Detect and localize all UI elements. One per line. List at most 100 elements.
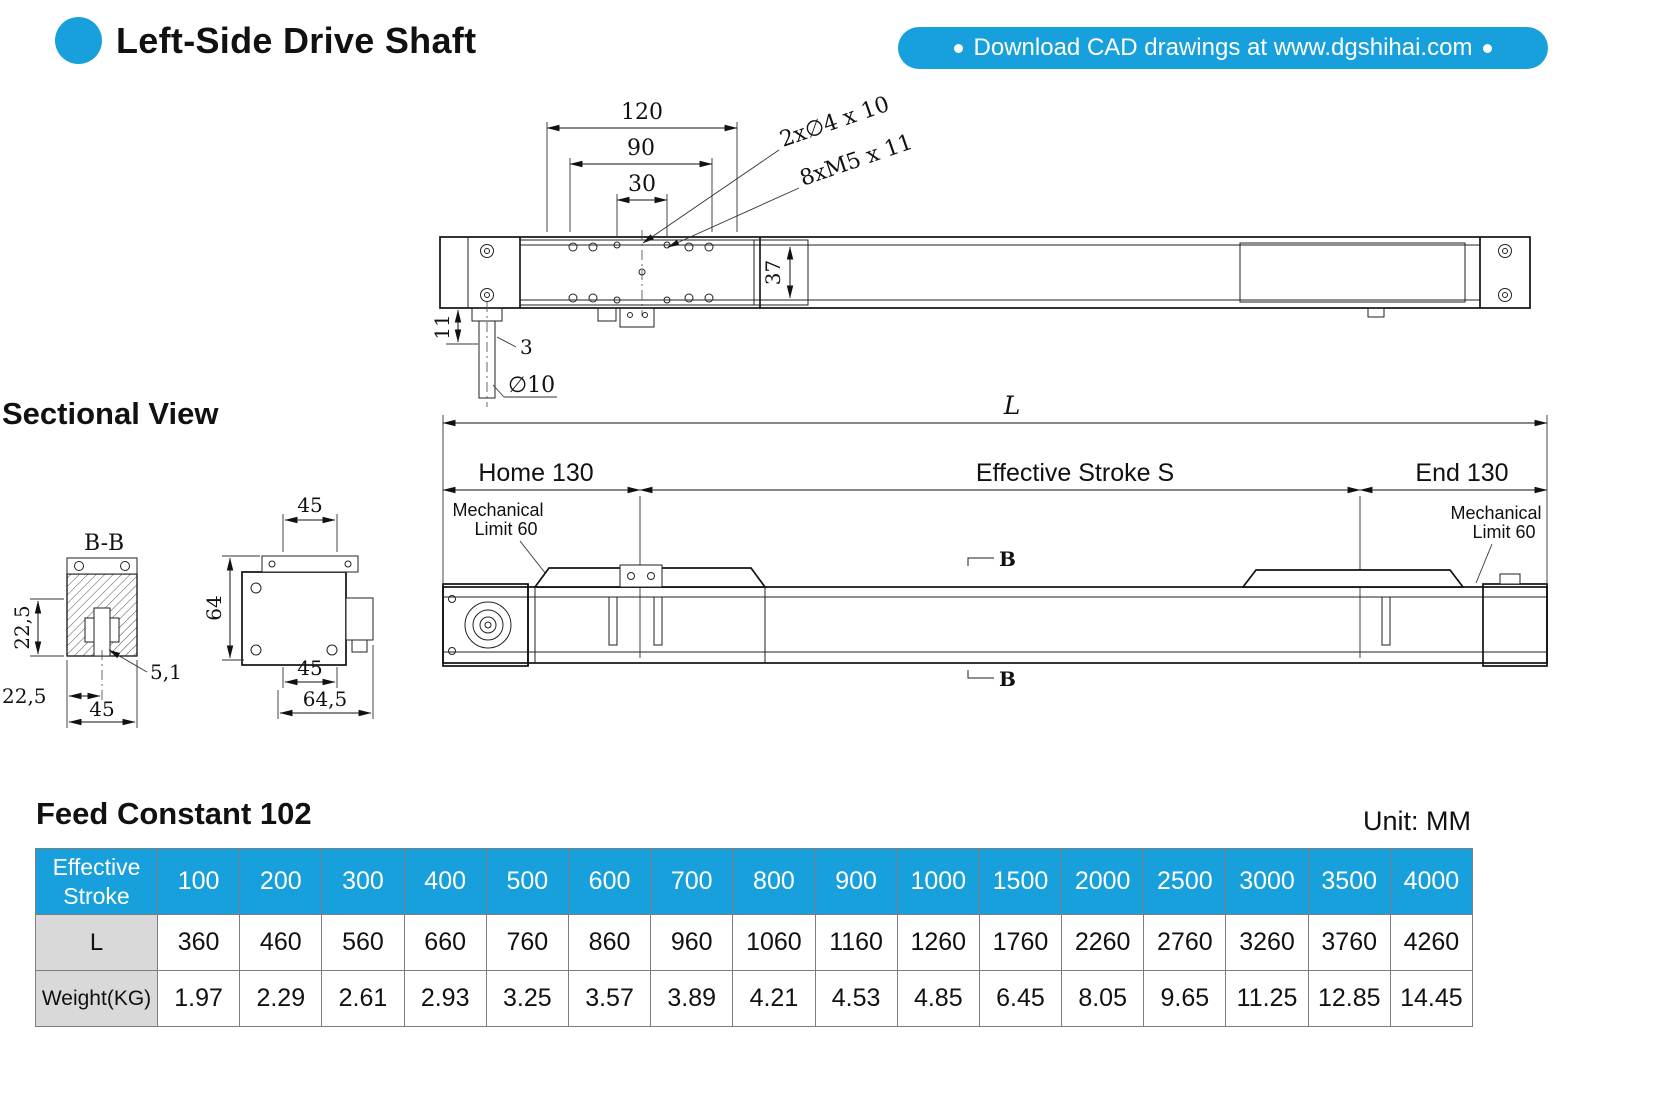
section-mark-b-top: B bbox=[999, 547, 1016, 571]
dim-45-top: 45 bbox=[297, 493, 322, 517]
cell-weight-kg-900: 4.53 bbox=[814, 970, 898, 1027]
end-block bbox=[1482, 583, 1548, 667]
dim-45-section-a: 45 bbox=[89, 697, 114, 721]
cell-l-500: 760 bbox=[485, 914, 569, 971]
dim-effective-stroke: Effective Stroke S bbox=[976, 459, 1174, 487]
dim-dia10: ∅10 bbox=[508, 373, 555, 398]
column-header-500: 500 bbox=[485, 848, 569, 915]
dim-64-5: 64,5 bbox=[303, 687, 348, 711]
end-cover-plate bbox=[1241, 569, 1465, 588]
column-header-4000: 4000 bbox=[1389, 848, 1474, 915]
column-header-3000: 3000 bbox=[1225, 848, 1309, 915]
column-header-1500: 1500 bbox=[978, 848, 1063, 915]
cell-l-900: 1160 bbox=[814, 914, 898, 971]
row-label-weight-kg: Weight(KG) bbox=[35, 970, 158, 1027]
cell-l-4000: 4260 bbox=[1389, 914, 1474, 971]
cell-weight-kg-300: 2.61 bbox=[321, 970, 405, 1027]
cell-weight-kg-700: 3.89 bbox=[650, 970, 734, 1027]
dim-120: 120 bbox=[621, 100, 663, 125]
end-view-body bbox=[241, 571, 347, 666]
column-header-600: 600 bbox=[567, 848, 652, 915]
dim-11: 11 bbox=[430, 314, 454, 339]
dim-30: 30 bbox=[628, 172, 656, 197]
top-view-drawing: 37 120 90 30 2x∅4 bbox=[430, 92, 1531, 407]
mech-limit-right-line1: Mechanical bbox=[1450, 503, 1541, 523]
dim-22-5-vertical: 22,5 bbox=[10, 605, 34, 650]
cell-l-300: 560 bbox=[321, 914, 405, 971]
cell-weight-kg-2500: 9.65 bbox=[1143, 970, 1227, 1027]
mech-limit-left-line1: Mechanical bbox=[452, 500, 543, 520]
cell-weight-kg-200: 2.29 bbox=[239, 970, 323, 1027]
column-header-400: 400 bbox=[403, 848, 487, 915]
bullet-icon bbox=[1483, 43, 1493, 53]
cell-weight-kg-4000: 14.45 bbox=[1389, 970, 1474, 1027]
cell-l-800: 1060 bbox=[732, 914, 816, 971]
mech-limit-right-line2: Limit 60 bbox=[1472, 522, 1535, 542]
cell-l-2500: 2760 bbox=[1143, 914, 1227, 971]
bullet-icon bbox=[953, 43, 963, 53]
carriage-plate bbox=[519, 239, 761, 306]
dim-64: 64 bbox=[202, 595, 226, 620]
dim-90: 90 bbox=[627, 136, 655, 161]
cell-l-400: 660 bbox=[403, 914, 487, 971]
side-view-drawing: L Home 130 Effective Stroke S End 130 Me… bbox=[442, 391, 1548, 691]
cell-l-1500: 1760 bbox=[978, 914, 1063, 971]
carriage-screw-holes bbox=[568, 241, 714, 304]
cell-l-3000: 3260 bbox=[1225, 914, 1309, 971]
row-label-l: L bbox=[35, 914, 158, 971]
column-header-800: 800 bbox=[732, 848, 816, 915]
cell-l-1000: 1260 bbox=[896, 914, 980, 971]
column-header-300: 300 bbox=[321, 848, 405, 915]
cell-l-700: 960 bbox=[650, 914, 734, 971]
column-header-700: 700 bbox=[650, 848, 734, 915]
page-title: Left-Side Drive Shaft bbox=[116, 20, 477, 61]
cell-weight-kg-3500: 12.85 bbox=[1307, 970, 1391, 1027]
cell-l-100: 360 bbox=[156, 914, 241, 971]
column-header-1000: 1000 bbox=[896, 848, 980, 915]
cell-l-2000: 2260 bbox=[1061, 914, 1145, 971]
cell-weight-kg-100: 1.97 bbox=[156, 970, 241, 1027]
column-header-900: 900 bbox=[814, 848, 898, 915]
cell-weight-kg-400: 2.93 bbox=[403, 970, 487, 1027]
cell-weight-kg-1000: 4.85 bbox=[896, 970, 980, 1027]
cad-banner-text: Download CAD drawings at www.dgshihai.co… bbox=[973, 34, 1473, 61]
motor-connector bbox=[345, 597, 374, 641]
column-header-3500: 3500 bbox=[1307, 848, 1391, 915]
section-view-drawing: B-B 22,5 22,5 5,1 45 bbox=[2, 493, 374, 728]
technical-drawing: 37 120 90 30 2x∅4 bbox=[2, 92, 1548, 728]
dim-home: Home 130 bbox=[478, 459, 593, 487]
brand-dot-icon bbox=[55, 17, 102, 64]
feed-constant-title: Feed Constant 102 bbox=[36, 796, 312, 831]
cell-l-3500: 3760 bbox=[1307, 914, 1391, 971]
cell-weight-kg-1500: 6.45 bbox=[978, 970, 1063, 1027]
cell-l-600: 860 bbox=[567, 914, 652, 971]
cell-weight-kg-2000: 8.05 bbox=[1061, 970, 1145, 1027]
dim-3: 3 bbox=[520, 335, 533, 359]
section-mark-b-bottom: B bbox=[999, 667, 1016, 691]
cell-weight-kg-800: 4.21 bbox=[732, 970, 816, 1027]
cell-weight-kg-3000: 11.25 bbox=[1225, 970, 1309, 1027]
table-header-effective-stroke: Effective Stroke bbox=[35, 848, 158, 915]
dim-37: 37 bbox=[761, 260, 785, 285]
sectional-view-label: Sectional View bbox=[2, 396, 219, 431]
dim-45-bottom: 45 bbox=[297, 656, 322, 680]
column-header-2500: 2500 bbox=[1143, 848, 1227, 915]
unit-label: Unit: MM bbox=[1363, 806, 1471, 836]
column-header-2000: 2000 bbox=[1061, 848, 1145, 915]
cell-weight-kg-600: 3.57 bbox=[567, 970, 652, 1027]
column-header-200: 200 bbox=[239, 848, 323, 915]
column-header-100: 100 bbox=[156, 848, 241, 915]
cell-weight-kg-500: 3.25 bbox=[485, 970, 569, 1027]
dim-overall-length: L bbox=[1003, 391, 1021, 420]
dim-end: End 130 bbox=[1415, 459, 1508, 487]
section-title: B-B bbox=[84, 531, 124, 556]
mech-limit-left-line2: Limit 60 bbox=[474, 519, 537, 539]
cad-download-banner[interactable]: Download CAD drawings at www.dgshihai.co… bbox=[898, 27, 1548, 69]
cell-l-200: 460 bbox=[239, 914, 323, 971]
dim-22-5-horizontal: 22,5 bbox=[2, 684, 47, 708]
